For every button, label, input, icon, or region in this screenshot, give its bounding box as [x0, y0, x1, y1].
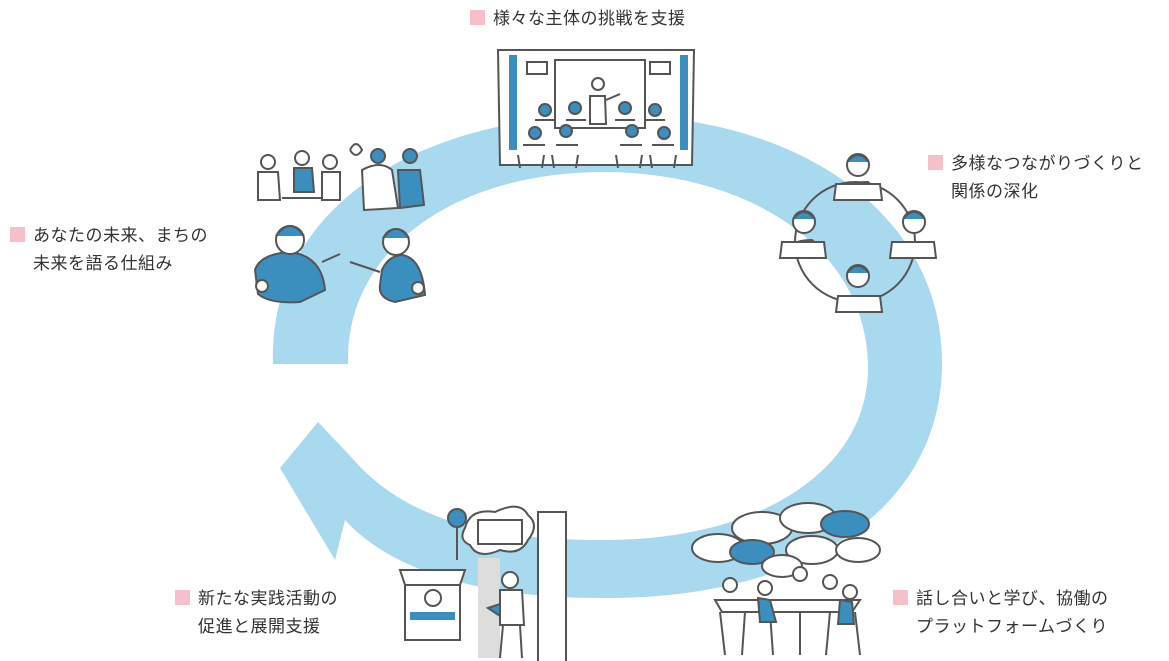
label-right-line1: 多様なつながりづくりと — [951, 154, 1144, 174]
bullet-square-icon — [10, 227, 25, 242]
group-discussion-illustration — [691, 502, 881, 656]
label-bottom-right-line1: 話し合いと学び、協働の — [916, 589, 1109, 609]
label-right: 多様なつながりづくりと 関係の深化 — [928, 150, 1144, 206]
label-top-line1: 様々な主体の挑戦を支援 — [493, 9, 686, 29]
conversation-illustration — [253, 143, 427, 304]
people-network-illustration — [778, 153, 938, 313]
bullet-square-icon — [175, 590, 190, 605]
label-bottom-left: 新たな実践活動の 促進と展開支援 — [175, 585, 338, 641]
bullet-square-icon — [470, 10, 485, 25]
bullet-square-icon — [893, 590, 908, 605]
label-bottom-left-line2: 促進と展開支援 — [198, 617, 321, 637]
presentation-seminar-illustration — [496, 49, 696, 169]
label-bottom-left-line1: 新たな実践活動の — [198, 589, 338, 609]
label-left-line1: あなたの未来、まちの — [33, 226, 208, 246]
label-right-line2: 関係の深化 — [951, 182, 1039, 202]
bullet-square-icon — [928, 155, 943, 170]
label-left-line2: 未来を語る仕組み — [33, 254, 173, 274]
label-bottom-right: 話し合いと学び、協働の プラットフォームづくり — [893, 585, 1109, 641]
label-left: あなたの未来、まちの 未来を語る仕組み — [10, 222, 208, 278]
label-bottom-right-line2: プラットフォームづくり — [916, 617, 1108, 637]
event-booth-illustration — [398, 505, 567, 661]
label-top: 様々な主体の挑戦を支援 — [470, 5, 686, 33]
